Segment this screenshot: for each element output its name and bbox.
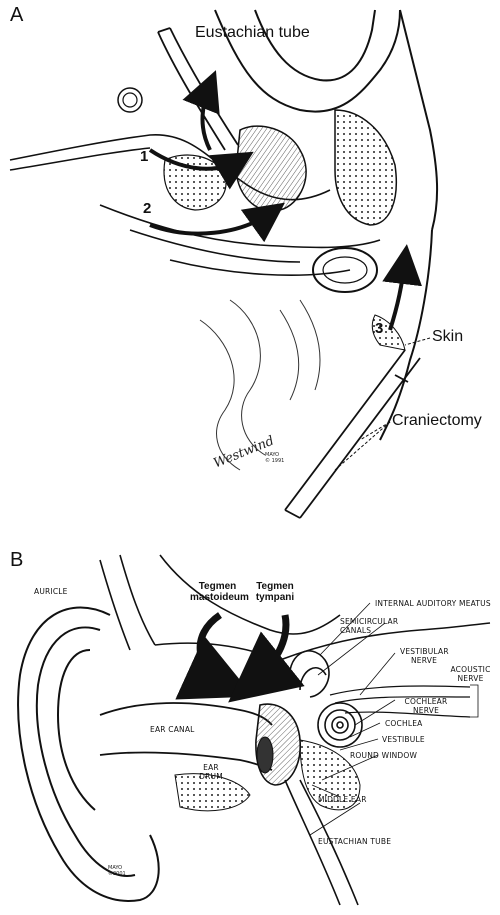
- sigmoid-sinus: [313, 248, 377, 292]
- route-arrow-3: [390, 260, 405, 330]
- route-arrow-2: [150, 212, 272, 234]
- label-ear-canal: Ear canal: [150, 725, 195, 734]
- tegmen-tympani-arrow: [250, 615, 286, 685]
- label-middle-ear: Middle ear: [318, 795, 367, 804]
- semicircular-canals: [289, 651, 329, 697]
- inner-ear-spiral: [118, 88, 142, 112]
- signature-mark-b: MAYO ©2001: [108, 865, 126, 877]
- label-tegmen-mastoideum: Tegmen mastoideum: [190, 581, 245, 603]
- route-number-2: 2: [143, 200, 151, 217]
- leader-lines: [335, 338, 430, 470]
- skin-retractor: [285, 350, 420, 518]
- route-number-3: 3: [375, 320, 383, 337]
- mastoid-air-cells: [335, 110, 396, 225]
- label-cochlear-nerve: Cochlear nerve: [402, 697, 450, 715]
- eustachian-tube: [158, 28, 238, 150]
- panel-letter-b: B: [10, 549, 23, 572]
- label-craniectomy: Craniectomy: [392, 412, 482, 430]
- label-vestibule: Vestibule: [382, 735, 425, 744]
- route-arrow-eustachian: [203, 85, 211, 150]
- panel-letter-a: A: [10, 4, 23, 27]
- label-round-window: Round window: [350, 751, 417, 760]
- ossicle-mass: [236, 126, 306, 211]
- ear-drum: [257, 737, 273, 773]
- route-number-1: 1: [140, 148, 148, 165]
- label-semicircular-canals: Semicircular canals: [340, 617, 390, 635]
- label-eustachian-tube: Eustachian tube: [195, 24, 310, 42]
- tegmen-mastoideum-arrow: [200, 615, 228, 685]
- label-ear-drum: Ear drum: [196, 763, 226, 781]
- label-vestibular-nerve: Vestibular nerve: [400, 647, 448, 665]
- label-cochlea: Cochlea: [385, 719, 422, 728]
- label-tegmen-tympani: Tegmen tympani: [250, 581, 300, 603]
- label-skin: Skin: [432, 328, 463, 346]
- panel-b: B: [0, 535, 500, 915]
- signature-mark-a: MAYO © 1991: [265, 452, 284, 464]
- auricle: [18, 608, 159, 901]
- ear-canal: [100, 703, 272, 770]
- label-auricle: Auricle: [34, 587, 68, 596]
- label-acoustic-nerve: Acoustic nerve: [448, 665, 493, 683]
- panel-a: A: [0, 0, 500, 535]
- label-internal-auditory-meatus: Internal auditory meatus: [375, 599, 491, 608]
- label-eustachian-tube-b: Eustachian tube: [318, 837, 391, 846]
